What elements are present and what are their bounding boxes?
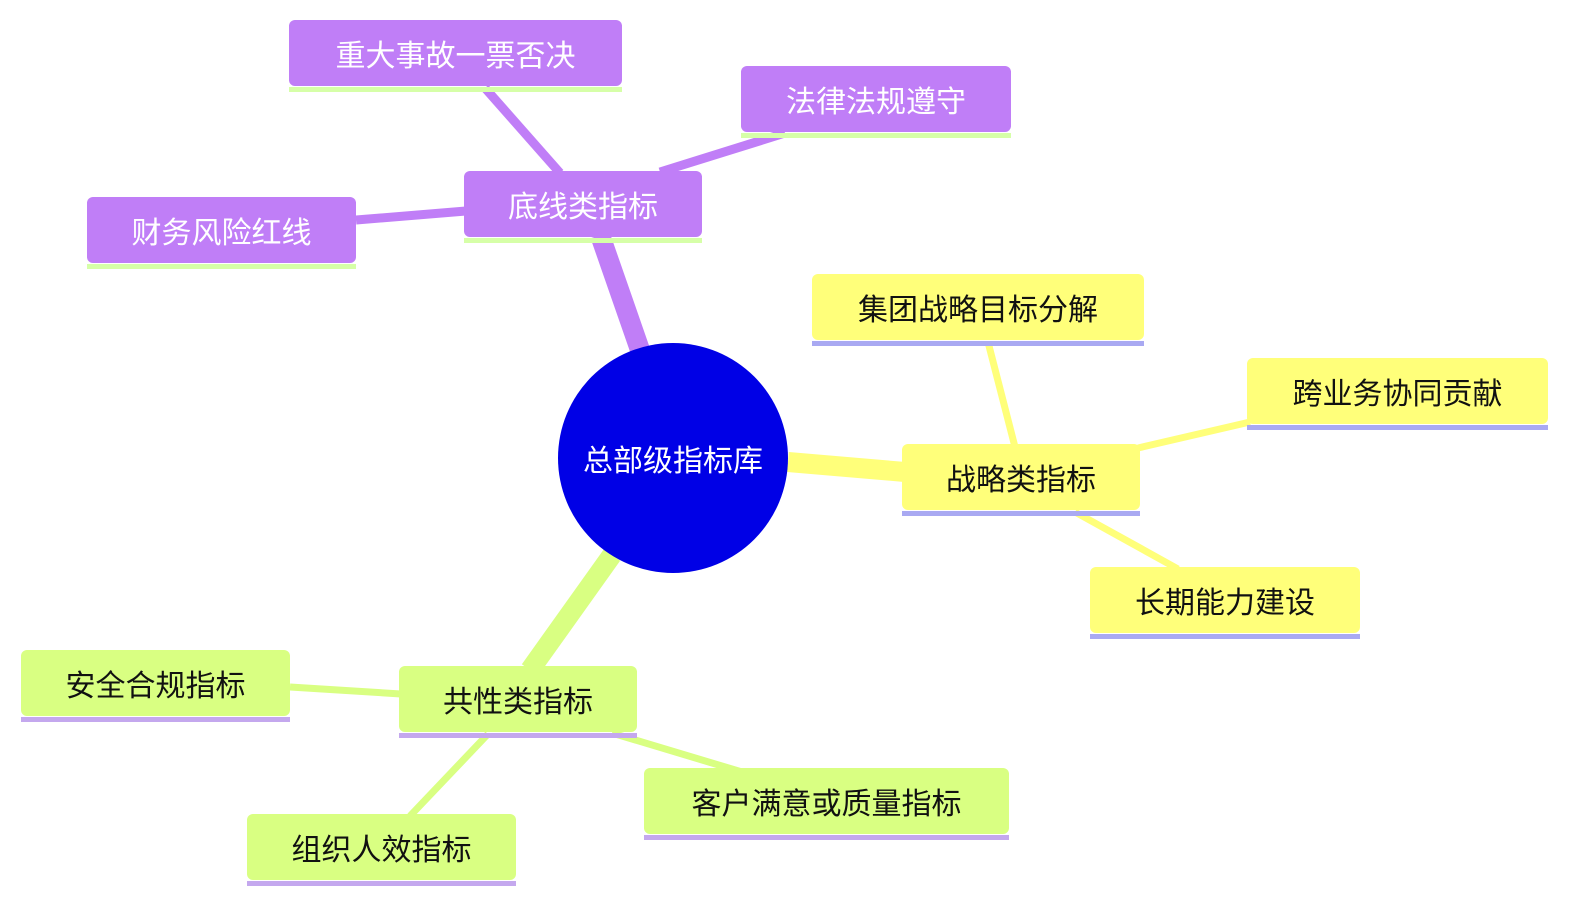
edge-bottomline-leaf bbox=[355, 206, 467, 225]
branch-node-strategic[interactable]: 战略类指标 bbox=[902, 444, 1140, 510]
edge-common-leaf bbox=[407, 731, 491, 819]
underlines-layer bbox=[21, 87, 1548, 886]
root-node-label: 总部级指标库 bbox=[583, 444, 763, 479]
leaf-node-label: 法律法规遵守 bbox=[786, 85, 966, 120]
node-underline bbox=[247, 881, 516, 886]
edge-root-bottomline bbox=[590, 231, 650, 354]
leaf-node-label: 组织人效指标 bbox=[291, 833, 472, 868]
branch-node-label: 战略类指标 bbox=[946, 463, 1096, 498]
leaf-node-label: 重大事故一票否决 bbox=[335, 39, 576, 74]
leaf-node-label: 安全合规指标 bbox=[65, 669, 246, 704]
edge-root-common bbox=[521, 549, 621, 676]
leaf-node-long-term-capability[interactable]: 长期能力建设 bbox=[1090, 567, 1360, 633]
node-underline bbox=[289, 87, 622, 92]
leaf-node-label: 财务风险红线 bbox=[131, 216, 312, 251]
edge-root-strategic bbox=[787, 452, 906, 482]
leaf-node-group-strategy-breakdown[interactable]: 集团战略目标分解 bbox=[812, 274, 1144, 340]
edge-strategic-leaf bbox=[1137, 418, 1251, 452]
edge-common-leaf bbox=[289, 683, 402, 698]
branch-node-label: 共性类指标 bbox=[443, 685, 593, 720]
edge-bottomline-leaf bbox=[481, 85, 564, 176]
node-underline bbox=[87, 264, 356, 269]
branch-node-bottomline[interactable]: 底线类指标 bbox=[464, 171, 702, 237]
leaf-node-label: 客户满意或质量指标 bbox=[691, 787, 962, 822]
edge-strategic-leaf bbox=[984, 341, 1019, 448]
branch-node-common[interactable]: 共性类指标 bbox=[399, 666, 637, 732]
node-underline bbox=[741, 133, 1011, 138]
root-node[interactable]: 总部级指标库 bbox=[558, 343, 788, 573]
node-underline bbox=[812, 341, 1144, 346]
node-underline bbox=[464, 238, 702, 243]
node-underline bbox=[902, 511, 1140, 516]
branch-node-label: 底线类指标 bbox=[508, 190, 658, 225]
node-underline bbox=[1090, 634, 1360, 639]
node-underline bbox=[1247, 425, 1548, 430]
leaf-node-financial-risk-redline[interactable]: 财务风险红线 bbox=[87, 197, 356, 263]
leaf-node-label: 集团战略目标分解 bbox=[858, 293, 1098, 328]
edge-common-leaf bbox=[610, 729, 744, 776]
edge-strategic-leaf bbox=[1073, 508, 1180, 573]
leaf-node-cross-business-synergy[interactable]: 跨业务协同贡献 bbox=[1247, 358, 1548, 424]
node-underline bbox=[644, 835, 1009, 840]
leaf-node-customer-quality[interactable]: 客户满意或质量指标 bbox=[644, 768, 1009, 834]
leaf-node-label: 长期能力建设 bbox=[1135, 586, 1315, 621]
edges-layer bbox=[289, 85, 1251, 819]
leaf-node-org-efficiency[interactable]: 组织人效指标 bbox=[247, 814, 516, 880]
node-underline bbox=[21, 717, 290, 722]
leaf-node-law-compliance[interactable]: 法律法规遵守 bbox=[741, 66, 1011, 132]
leaf-node-safety-compliance[interactable]: 安全合规指标 bbox=[21, 650, 290, 716]
edge-bottomline-leaf bbox=[658, 128, 787, 177]
leaf-node-major-accident-veto[interactable]: 重大事故一票否决 bbox=[289, 20, 622, 86]
leaf-node-label: 跨业务协同贡献 bbox=[1292, 377, 1503, 412]
node-underline bbox=[399, 733, 637, 738]
